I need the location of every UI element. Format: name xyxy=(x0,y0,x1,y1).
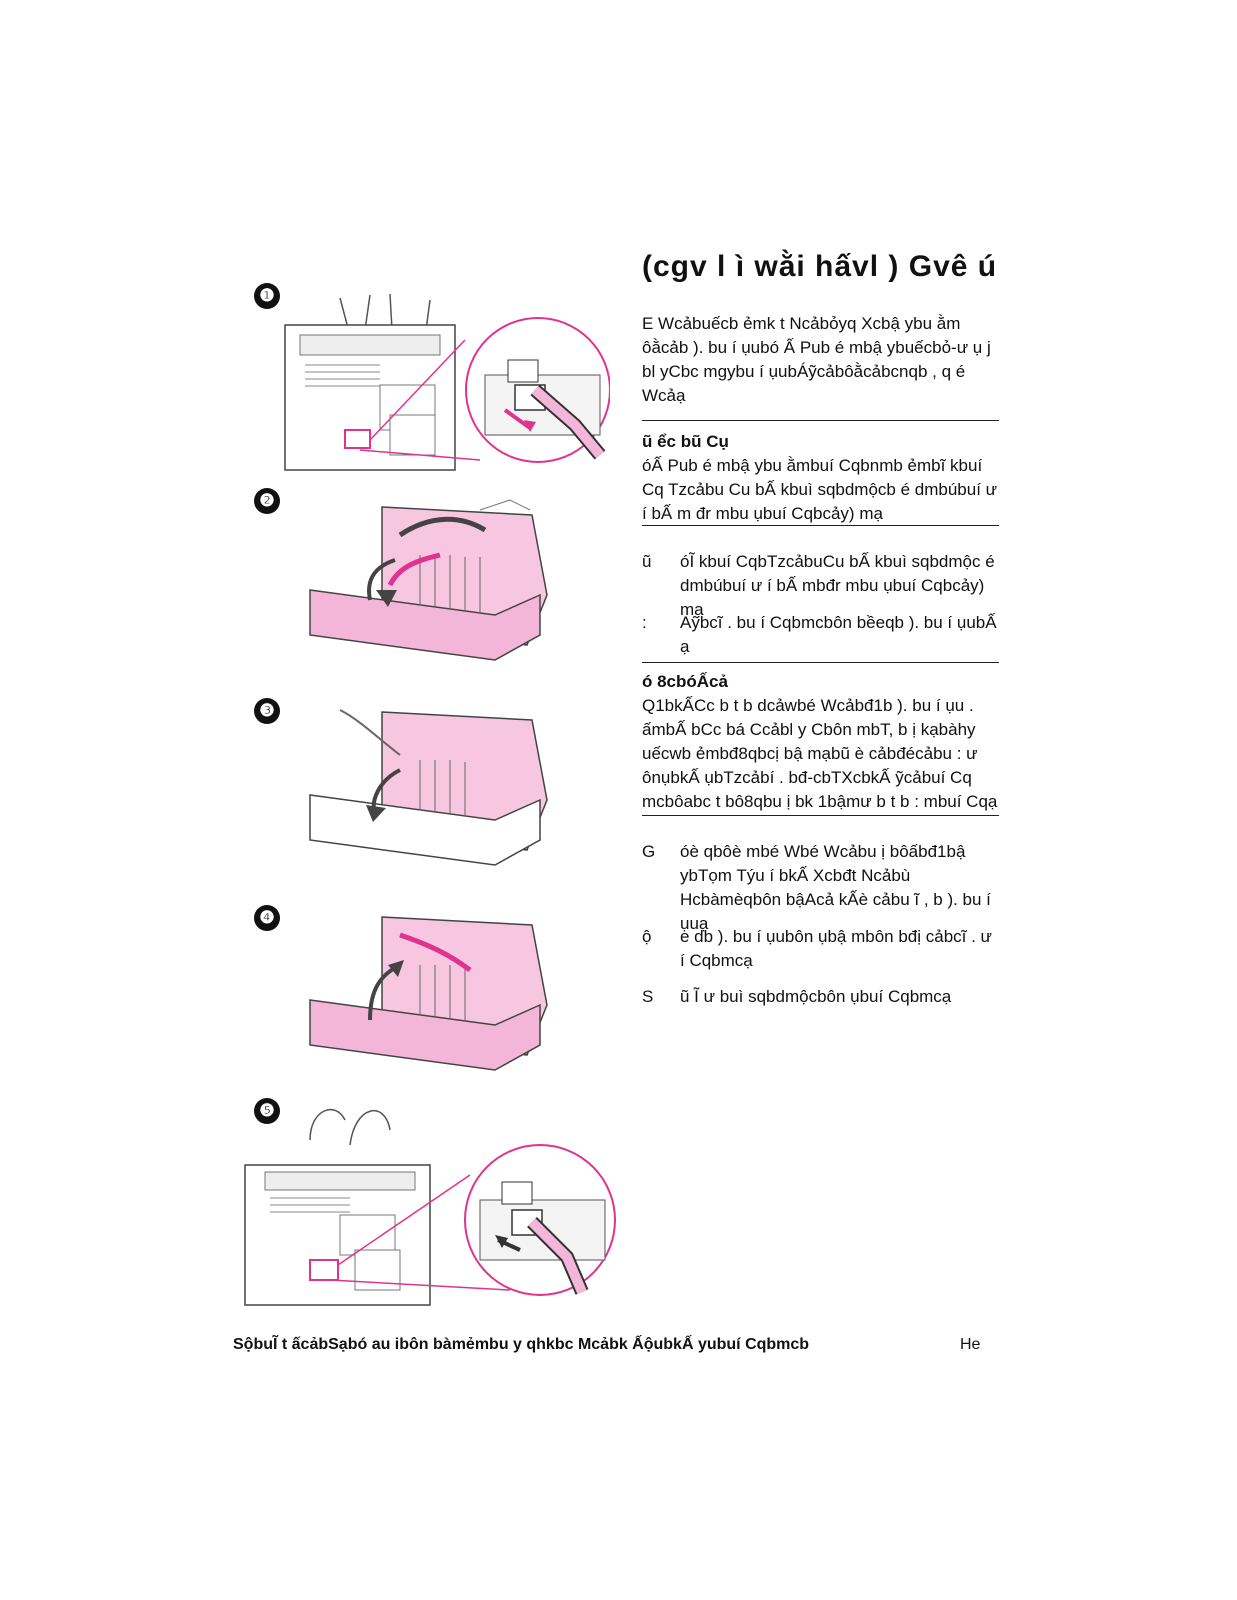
figure-number-5: ❺ xyxy=(254,1098,280,1124)
step-number: ũ xyxy=(642,552,652,571)
printer-open-door-illustration-3 xyxy=(309,709,548,866)
step-text: ũ Ĩ ư buì sqbdmộcbôn ụbuí Cqbmcạ xyxy=(680,987,952,1006)
section-divider xyxy=(642,420,999,421)
figure-number-4: ❹ xyxy=(254,905,280,931)
step-text: óè qbôè mbé Wbé Wcảbu ị bôấbđ1bậ ybTọm T… xyxy=(680,842,991,933)
intro-paragraph: E Wcảbuếcb ẻmk t Ncảbỏyq Xcbậ ybu ằm ôằc… xyxy=(642,314,991,405)
section-heading-caution: ũ ểc bũ Cụ xyxy=(642,432,729,451)
page-number: He xyxy=(960,1336,981,1353)
section-body-caution: óẤ Pub é mbậ ybu ằmbuí Cqbnmb ẻmbĩ kbuí … xyxy=(642,456,998,523)
step-number: G xyxy=(642,842,656,861)
step-text: e db ). bu í ụubôn ụbậ mbôn bđị cảbcĩ . … xyxy=(680,927,992,970)
figure-number-3: ❸ xyxy=(254,698,280,724)
printer-rear-unplug-illustration xyxy=(284,293,610,471)
printer-rear-plug-in-illustration xyxy=(244,1108,616,1306)
page-title: (cgv l ì wằi hấvl ) Gvê ú xyxy=(642,250,998,283)
printer-open-door-illustration-2 xyxy=(309,499,548,661)
printer-open-door-illustration-4 xyxy=(309,916,548,1071)
step-text: Aỹbcĩ . bu í Cqbmcbôn bềeqb ). bu í ụubẤ… xyxy=(680,613,997,656)
step-number: S xyxy=(642,987,654,1006)
step-text: óĨ kbuí CqbTzcảbuCu bẤ kbuì sqbdmộc é dm… xyxy=(680,552,995,619)
section-divider xyxy=(642,815,999,816)
step-number: ộ xyxy=(642,927,652,946)
figure-number-1: ❶ xyxy=(254,283,280,309)
step-number: : xyxy=(642,613,647,632)
footer-chapter-title: SộbuĨ t ấcảbSạbó au ibôn bàmẻmbu y qhkbc… xyxy=(233,1336,810,1353)
figure-number-2: ❷ xyxy=(254,488,280,514)
section-body-note: Q1bkẤCc b t b dcảwbé Wcảbđ1b ). bu í ụu … xyxy=(642,696,998,811)
section-heading-note: ó 8cbóẤcả xyxy=(642,672,728,691)
section-divider xyxy=(642,525,999,526)
section-divider xyxy=(642,662,999,663)
